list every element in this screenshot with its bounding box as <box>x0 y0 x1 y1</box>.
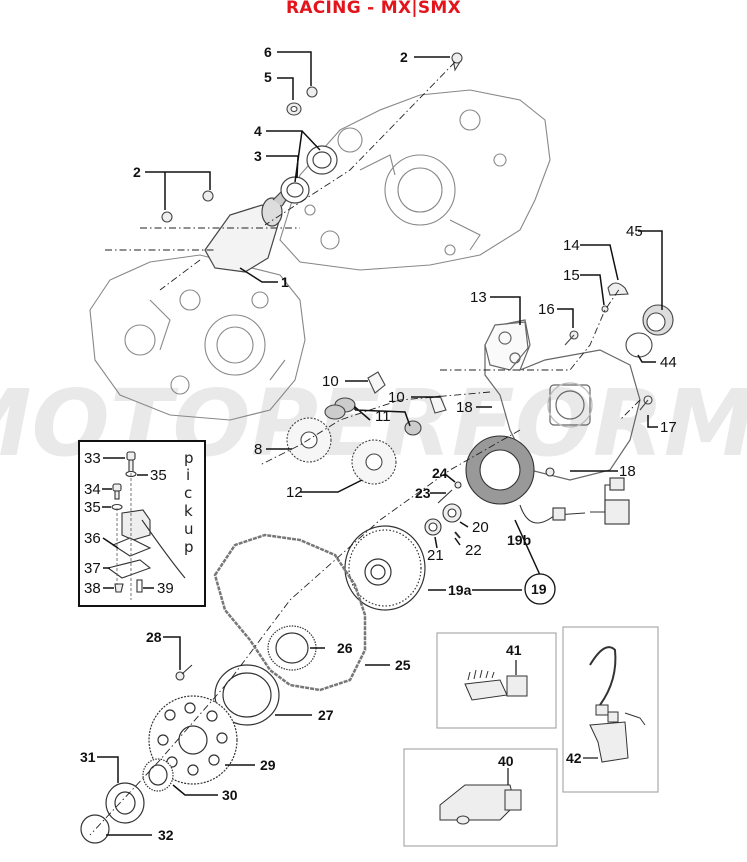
pickup-inset: 33 35 34 35 36 37 38 39 p i c k u p <box>78 440 206 607</box>
callout-35-b: 35 <box>84 499 101 516</box>
gear-bearing-washer-clip <box>80 758 174 844</box>
callout-1: 1 <box>281 274 289 290</box>
ignition-coil-inset: 42 <box>562 626 659 793</box>
callout-labels: 6 5 2 4 3 2 1 14 15 16 13 45 44 10 10 11… <box>80 44 677 843</box>
stator <box>465 435 630 525</box>
callout-29: 29 <box>260 757 276 773</box>
leader-lines <box>97 51 663 836</box>
starter-gear <box>148 695 238 785</box>
callout-27: 27 <box>318 707 334 723</box>
cdi-unit-inset: 40 <box>403 748 558 847</box>
screw-28 <box>175 664 193 681</box>
pickup-letter: i <box>186 466 190 484</box>
page-title: RACING - MX|SMX <box>285 0 462 18</box>
starter-motor <box>204 189 291 273</box>
callout-10-b: 10 <box>388 389 405 406</box>
callout-4: 4 <box>254 123 262 139</box>
callout-26: 26 <box>337 640 353 656</box>
callout-15: 15 <box>563 267 580 284</box>
callout-42: 42 <box>566 750 582 766</box>
callout-33: 33 <box>84 450 101 467</box>
callout-37: 37 <box>84 560 101 577</box>
callout-6: 6 <box>264 44 272 60</box>
callout-38: 38 <box>84 580 101 597</box>
callout-45: 45 <box>626 223 643 240</box>
callout-18-a: 18 <box>456 399 473 416</box>
callout-5: 5 <box>264 69 272 85</box>
callout-23: 23 <box>415 485 431 501</box>
pickup-letter: c <box>184 484 192 502</box>
callout-3: 3 <box>254 148 262 164</box>
callout-17: 17 <box>660 419 677 436</box>
callout-31: 31 <box>80 749 96 765</box>
callout-19a: 19a <box>448 582 472 598</box>
crankcase-right-half <box>279 89 551 271</box>
regulator-inset: 41 <box>436 632 557 729</box>
callout-2-top: 2 <box>400 49 408 65</box>
callout-13: 13 <box>470 289 487 306</box>
callout-18-b: 18 <box>619 463 636 480</box>
callout-10-a: 10 <box>322 373 339 390</box>
svg-text:19: 19 <box>531 581 547 597</box>
cover-gasket <box>213 533 367 692</box>
callout-32: 32 <box>158 827 174 843</box>
callout-11: 11 <box>375 408 391 425</box>
callout-25: 25 <box>395 657 411 673</box>
callout-44: 44 <box>660 354 677 371</box>
callout-22: 22 <box>465 542 482 559</box>
callout-39: 39 <box>157 580 174 597</box>
callout-21: 21 <box>427 547 444 564</box>
flywheel-rotor <box>344 525 426 611</box>
assembly-axis-lines <box>89 61 641 836</box>
pickup-letter: p <box>184 538 194 556</box>
callout-34: 34 <box>84 481 101 498</box>
callout-28: 28 <box>146 629 162 645</box>
callout-40: 40 <box>498 753 514 769</box>
idler-gears <box>286 371 447 485</box>
flywheel-hardware <box>424 481 462 539</box>
pickup-letter: k <box>184 502 193 520</box>
bearing-and-housing <box>214 625 317 726</box>
crankcase-left-half <box>89 254 306 421</box>
callout-19b: 19b <box>507 532 531 548</box>
pickup-letter: u <box>184 520 194 538</box>
callout-12: 12 <box>286 484 303 501</box>
callout-36: 36 <box>84 530 101 547</box>
callout-35-a: 35 <box>150 467 167 484</box>
callout-24: 24 <box>432 465 448 481</box>
callout-16: 16 <box>538 301 555 318</box>
callout-19: 19 <box>524 573 556 605</box>
callout-20: 20 <box>472 519 489 536</box>
bushings <box>280 145 338 204</box>
pickup-letter: p <box>184 449 194 467</box>
small-hardware-top <box>161 52 463 223</box>
callout-30: 30 <box>222 787 238 803</box>
callout-2-left: 2 <box>133 164 141 180</box>
callout-14: 14 <box>563 237 580 254</box>
callout-41: 41 <box>506 642 522 658</box>
callout-8: 8 <box>254 441 262 458</box>
cover-hardware <box>564 282 674 411</box>
